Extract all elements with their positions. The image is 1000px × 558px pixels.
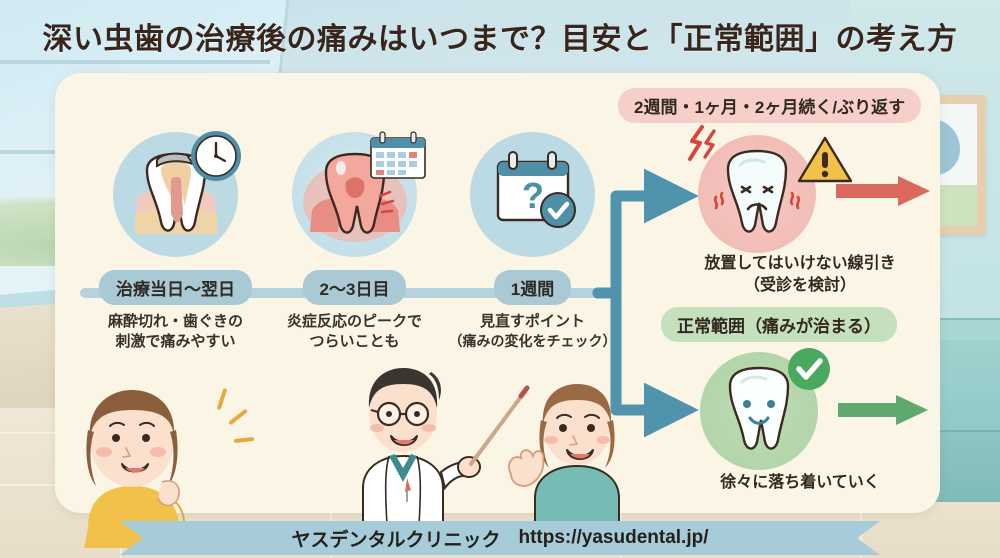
calendar-question-check-icon: ? [470,132,595,257]
woman-listening-illustration [505,378,655,529]
pain-flash-icon [688,125,716,161]
normal-branch-text: 徐々に落ち着いていく [720,474,880,491]
clinic-name: ヤスデンタルクリニック [291,529,501,551]
clock-icon [191,131,241,181]
red-arrow-right-icon [836,176,930,206]
happy-tooth-icon [700,348,830,470]
green-arrow-right-icon [838,395,928,425]
clinic-url[interactable]: https://yasudental.jp/ [518,527,709,548]
green-check-circle-icon [788,348,830,390]
painful-tooth-icon [688,125,853,253]
timeline-desc-3: 見直すポイント （痛みの変化をチェック） [448,313,617,350]
normal-badge: 正常範囲（痛みが治まる） [661,307,897,342]
timeline-pill-2: 2〜3日目 [302,270,407,305]
footer-ribbon: ヤスデンタルクリニック https://yasudental.jp/ [120,521,880,555]
dentist-with-pointer-illustration [345,360,535,526]
warning-badge: 2週間・1ヶ月・2ヶ月続く/ぶり返す [618,88,922,123]
timeline-node-2[interactable]: 2〜3日目 炎症反応のピークで つらいことも [262,131,447,353]
timeline-desc-2: 炎症反応のピークで つらいことも [286,313,422,351]
calendar-icon [370,131,426,179]
warning-triangle-icon [797,136,853,183]
timeline-desc-1: 麻酔切れ・歯ぐきの 刺激で痛みやすい [107,313,243,351]
svg-text:?: ? [522,175,544,216]
timeline-node-1[interactable]: 治療当日〜翌日 麻酔切れ・歯ぐきの 刺激で痛みやすい [83,131,268,353]
timeline-node-3[interactable]: ? 1週間 見直すポイント （痛みの変化をチェック） [440,132,625,351]
timeline-pill-1: 治療当日〜翌日 [99,270,252,305]
arrow-to-normal-branch [592,287,699,438]
warning-branch-text: 放置してはいけない線引き （受診を検討） [704,255,896,294]
timeline-pill-3: 1週間 [493,270,572,305]
tooth-cross-section-with-clock-icon [113,131,241,257]
page-title: 深い虫歯の治療後の痛みはいつまで？目安と「正常範囲」の考え方 [42,23,958,56]
inflamed-tooth-with-calendar-icon [292,131,426,257]
